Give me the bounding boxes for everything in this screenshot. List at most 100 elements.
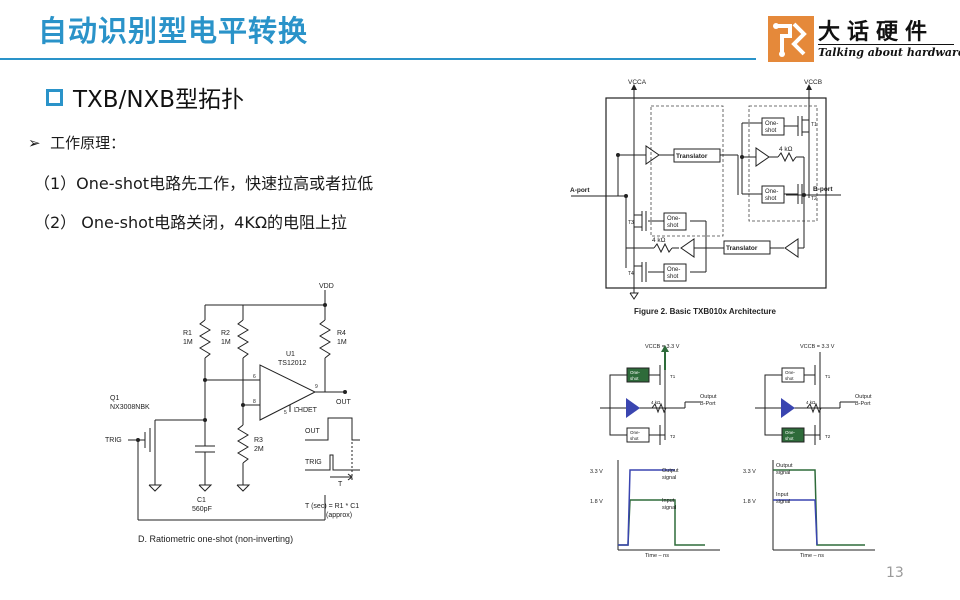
logo-text-cn: 大话硬件 [818,19,935,45]
oneshot-white-right-1: One- [785,370,796,375]
txb-architecture-diagram: VCCA VCCB A-port B-port Translator Trans… [570,79,841,316]
res-label-left: 4 kΩ [651,400,661,405]
sig-in-left-2: signal [662,505,676,511]
v33-label-right: 3.3 V [743,469,756,475]
vdd-label: VDD [319,283,334,290]
principle-line-1: （1）One-shot电路先工作，快速拉高或者拉低 [34,174,374,193]
res-top-label: 4 kΩ [779,146,793,153]
res-label-right: 4 kΩ [806,400,816,405]
sig-out-left-2: signal [662,475,676,481]
oneshot-green-right-1: One- [785,430,796,435]
q1-label: Q1 [110,395,119,402]
logo-mark-icon [768,16,814,62]
oneshot-schematic: VDD R1 1M R2 1M R4 1M R3 2M U1 TS12012 Q… [105,283,360,544]
vccb-label: VCCB [804,79,822,86]
t3-label: T3 [628,220,634,226]
square-bullet-icon [46,88,63,106]
bport-label: B-port [813,186,833,193]
principle-line-2: （2） One-shot电路关闭，4KΩ的电阻上拉 [34,213,348,232]
waveform-panel-falling: VCCB = 3.3 V Output B-Port One- shot One… [743,344,875,559]
txb-caption: Figure 2. Basic TXB010x Architecture [634,307,777,316]
out-label: OUT [336,399,352,406]
r4-label: R4 [337,330,346,337]
oneshot-t1-line2: shot [765,128,777,134]
res-bottom-label: 4 kΩ [652,237,666,244]
sig-in-left-1: Input [662,498,675,504]
t2-label-right: T2 [825,434,831,439]
sig-out-right-1: Output [776,463,793,469]
t1-label-right: T1 [825,374,831,379]
oneshot-t3-line2: shot [667,223,679,229]
r2-value: 1M [221,339,231,346]
pin5-label: 5 [284,410,287,416]
aport-label: A-port [570,187,590,194]
bullet-text: 工作原理： [50,134,126,152]
r2-label: R2 [221,330,230,337]
c1-value: 560pF [192,506,212,513]
oneshot-white-left-1: One- [630,430,641,435]
section-heading-text: TXB/NXB型拓扑 [73,87,245,113]
bullet-item: ➢ 工作原理： [28,132,125,153]
wave-t-label: T [338,481,343,488]
section-heading: TXB/NXB型拓扑 [46,80,244,114]
output-label-right-2: B-Port [855,401,871,407]
r4-value: 1M [337,339,347,346]
pin9-label: 9 [315,384,318,390]
sig-in-right-1: Input [776,492,789,498]
oneshot-t2-line2: shot [765,196,777,202]
output-label-right-1: Output [855,394,872,400]
t1-label-left: T1 [670,374,676,379]
oneshot-t4-line2: shot [667,274,679,280]
t1-label: T1 [811,122,817,128]
approx-text: (approx) [326,512,352,519]
schematic-caption: D. Ratiometric one-shot (non-inverting) [138,534,293,544]
oneshot-t1-line1: One- [765,121,778,127]
trig-label: TRIG [105,437,122,444]
vcca-label: VCCA [628,79,647,86]
pin6-label: 6 [253,374,256,380]
vcc-label-right: VCCB = 3.3 V [800,344,835,350]
arrow-bullet-icon: ➢ [28,134,51,152]
oneshot-white-right-2: shot [785,376,794,381]
r3-value: 2M [254,446,264,453]
waveform-panel-rising: VCCB = 3.3 V Output B-Port One- shot One… [590,344,720,559]
time-label-right: Time – ns [800,553,824,559]
u1-part: TS12012 [278,360,307,367]
logo: 大话硬件 Talking about hardware [768,14,960,66]
c1-label: C1 [197,497,206,504]
v18-label-right: 1.8 V [743,499,756,505]
logo-text-en: Talking about hardware [818,46,960,59]
t2-label: T2 [811,196,817,202]
v33-label-left: 3.3 V [590,469,603,475]
vcc-label-left: VCCB = 3.3 V [645,344,680,350]
output-label-left-2: B-Port [700,401,716,407]
t4-label: T4 [628,271,634,277]
v18-label-left: 1.8 V [590,499,603,505]
oneshot-t2-line1: One- [765,189,778,195]
oneshot-green-left-1: One- [630,370,641,375]
sig-out-left-1: Output [662,468,679,474]
oneshot-green-right-2: shot [785,436,794,441]
page-number: 13 [886,565,904,581]
output-label-left-1: Output [700,394,717,400]
r1-label: R1 [183,330,192,337]
translator-top: Translator [676,153,708,160]
oneshot-t4-line1: One- [667,267,680,273]
oneshot-t3-line1: One- [667,216,680,222]
r3-label: R3 [254,437,263,444]
q1-part: NX3008NBK [110,404,150,411]
oneshot-white-left-2: shot [630,436,639,441]
t2-label-left: T2 [670,434,676,439]
pin8-label: 8 [253,399,256,405]
oneshot-green-left-2: shot [630,376,639,381]
wave-trig-label: TRIG [305,459,322,466]
wave-out-label: OUT [305,428,321,435]
r1-value: 1M [183,339,193,346]
logo-divider [818,44,954,45]
u1-label: U1 [286,351,295,358]
title-rule [0,58,756,60]
sig-out-right-2: signal [776,470,790,476]
formula-text: T (sec) = R1 * C1 [305,503,359,510]
translator-bottom: Translator [726,245,758,252]
slide-title: 自动识别型电平转换 [38,14,309,48]
